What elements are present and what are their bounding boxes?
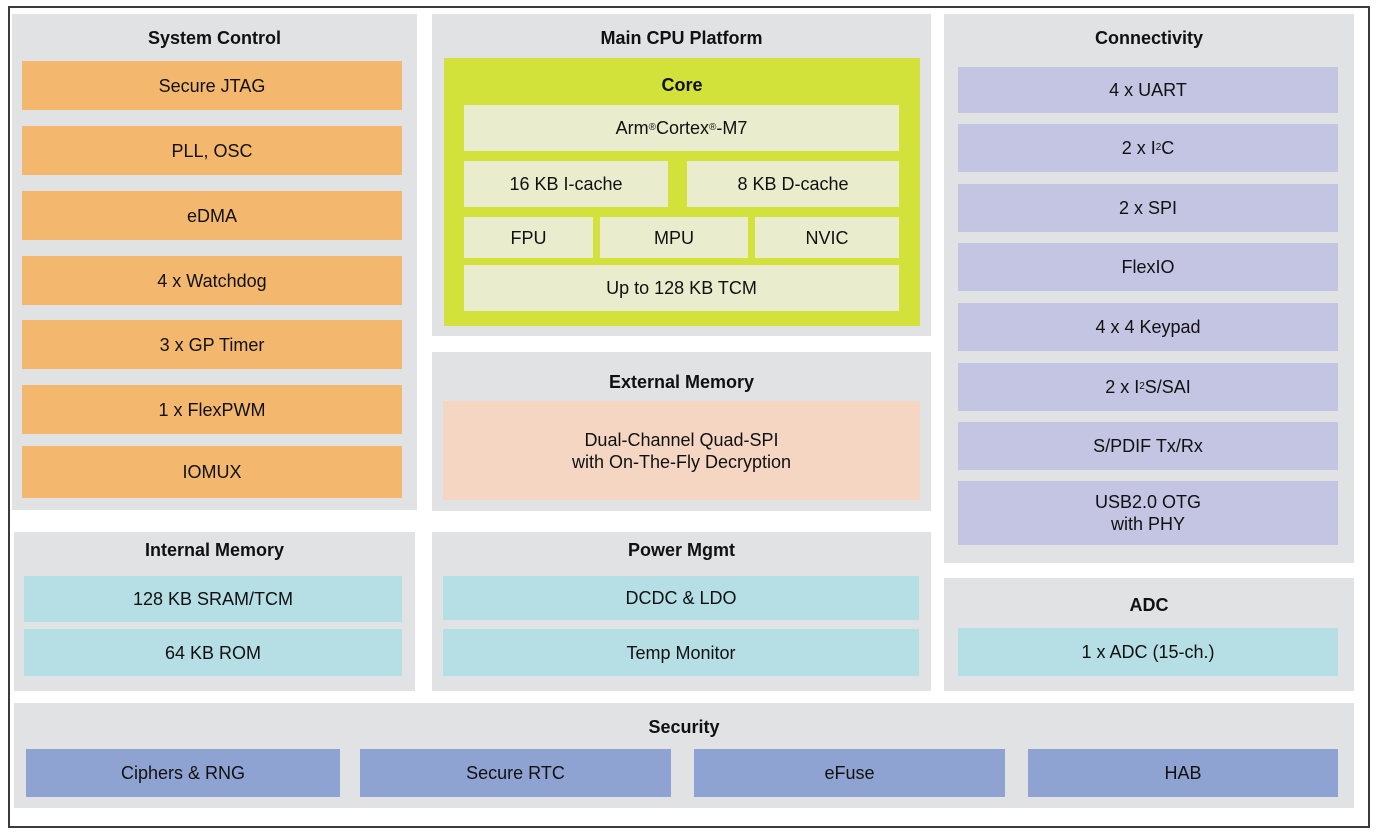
cpu-name: Arm	[615, 118, 649, 138]
i2c-label-pre: 2 x I	[1121, 138, 1156, 158]
internal-memory-panel: Internal Memory 128 KB SRAM/TCM 64 KB RO…	[14, 532, 415, 691]
adc-title: ADC	[1129, 595, 1169, 615]
flexio-block: FlexIO	[958, 243, 1338, 291]
cpu-arm-cortex-m7: Arm®Cortex®-M7	[464, 105, 899, 151]
external-memory-title: External Memory	[608, 372, 755, 392]
system-control-item: IOMUX	[22, 446, 402, 498]
cpu-series: Cortex	[655, 118, 709, 138]
adc-block: 1 x ADC (15-ch.)	[958, 628, 1338, 676]
system-control-item: PLL, OSC	[22, 126, 402, 175]
internal-memory-title: Internal Memory	[144, 540, 285, 560]
i2s-label-post: S/SAI	[1144, 377, 1191, 397]
system-control-item: eDMA	[22, 191, 402, 240]
core-block: Core Arm®Cortex®-M7 16 KB I-cache 8 KB D…	[444, 58, 920, 326]
system-control-item: 4 x Watchdog	[22, 256, 402, 305]
dcdc-ldo-block: DCDC & LDO	[443, 576, 919, 620]
power-mgmt-panel: Power Mgmt DCDC & LDO Temp Monitor	[432, 532, 931, 691]
external-memory-panel: External Memory Dual-Channel Quad-SPI wi…	[432, 352, 931, 511]
system-control-item: 1 x FlexPWM	[22, 385, 402, 434]
sram-tcm-block: 128 KB SRAM/TCM	[24, 576, 402, 622]
tcm-block: Up to 128 KB TCM	[464, 265, 899, 311]
usb-line1: USB2.0 OTG	[1094, 492, 1202, 512]
temp-monitor-block: Temp Monitor	[443, 629, 919, 676]
dcache-block: 8 KB D-cache	[687, 161, 899, 207]
connectivity-title: Connectivity	[1094, 28, 1204, 48]
cpu-model: -M7	[716, 118, 748, 138]
uart-block: 4 x UART	[958, 67, 1338, 113]
rom-block: 64 KB ROM	[24, 629, 402, 676]
nvic-block: NVIC	[755, 217, 899, 258]
system-control-item: Secure JTAG	[22, 61, 402, 110]
icache-block: 16 KB I-cache	[464, 161, 668, 207]
adc-panel: ADC 1 x ADC (15-ch.)	[944, 578, 1354, 691]
security-title: Security	[648, 717, 720, 737]
system-control-title: System Control	[147, 28, 282, 48]
security-panel: Security Ciphers & RNG Secure RTC eFuse …	[14, 703, 1354, 808]
i2c-label-post: C	[1161, 138, 1175, 158]
quad-spi-line1: Dual-Channel Quad-SPI	[584, 429, 779, 450]
spi-block: 2 x SPI	[958, 184, 1338, 232]
main-cpu-panel: Main CPU Platform Core Arm®Cortex®-M7 16…	[432, 14, 931, 336]
ciphers-rng-block: Ciphers & RNG	[26, 749, 340, 797]
secure-rtc-block: Secure RTC	[360, 749, 671, 797]
quad-spi-line2: with On-The-Fly Decryption	[571, 451, 792, 472]
hab-block: HAB	[1028, 749, 1338, 797]
spdif-block: S/PDIF Tx/Rx	[958, 422, 1338, 470]
mpu-block: MPU	[600, 217, 748, 258]
core-title: Core	[661, 75, 703, 95]
usb-line2: with PHY	[1110, 514, 1186, 534]
fpu-block: FPU	[464, 217, 593, 258]
i2s-label-pre: 2 x I	[1105, 377, 1140, 397]
efuse-block: eFuse	[694, 749, 1005, 797]
system-control-panel: System Control Secure JTAG PLL, OSC eDMA…	[12, 14, 417, 510]
quad-spi-block: Dual-Channel Quad-SPI with On-The-Fly De…	[443, 401, 920, 500]
system-control-item: 3 x GP Timer	[22, 320, 402, 369]
keypad-block: 4 x 4 Keypad	[958, 303, 1338, 351]
power-mgmt-title: Power Mgmt	[627, 540, 735, 560]
main-cpu-title: Main CPU Platform	[600, 28, 763, 48]
usb-otg-block: USB2.0 OTG with PHY	[958, 481, 1338, 545]
